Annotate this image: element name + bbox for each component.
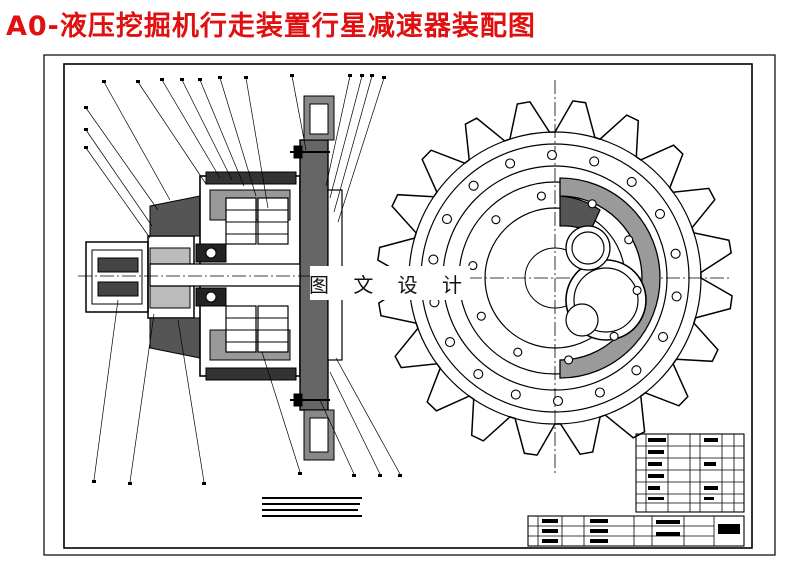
title-block-text	[542, 438, 740, 543]
outer-bolt-hole	[671, 291, 682, 302]
outer-bolt-hole	[510, 389, 521, 400]
page-title: A0-液压挖掘机行走装置行星减速器装配图	[6, 11, 536, 42]
inner-bolt-hole	[491, 215, 501, 225]
outer-bolt-hole	[594, 387, 605, 398]
outer-bolt-hole	[473, 369, 484, 380]
leader-lines	[85, 75, 401, 483]
inner-bolt-hole	[632, 285, 642, 295]
outer-bolt-hole	[654, 208, 666, 219]
inner-bolt-hole	[624, 235, 634, 245]
outer-bolt-hole	[428, 254, 439, 265]
inner-bolt-hole	[587, 199, 597, 209]
section-view	[85, 95, 343, 461]
outer-bolt-hole	[589, 156, 600, 167]
outer-bolt-hole	[670, 248, 681, 259]
inner-bolt-hole	[513, 347, 523, 357]
inner-bolt-hole	[468, 261, 478, 271]
outer-bolt-hole	[626, 176, 637, 187]
leader-ends	[84, 74, 402, 485]
technical-notes	[262, 497, 362, 517]
sheet-inner-border	[63, 63, 753, 549]
sheet-outer-border	[43, 54, 776, 556]
inner-bolt-hole	[476, 311, 486, 321]
outer-bolt-hole	[468, 180, 479, 191]
inner-bolt-hole	[564, 355, 574, 365]
outer-bolt-hole	[505, 158, 516, 169]
outer-bolt-hole	[546, 149, 558, 161]
outer-bolt-hole	[631, 365, 642, 376]
watermark-label: 图 文 设 计	[309, 266, 470, 300]
outer-bolt-hole	[441, 214, 453, 225]
outer-bolt-hole	[552, 395, 564, 407]
inner-bolt-hole	[536, 191, 546, 201]
title-block	[527, 433, 745, 547]
inner-bolt-hole	[609, 331, 619, 341]
outer-bolt-hole	[657, 331, 669, 342]
outer-bolt-hole	[444, 337, 456, 348]
sprocket-bolt-holes	[428, 149, 682, 407]
